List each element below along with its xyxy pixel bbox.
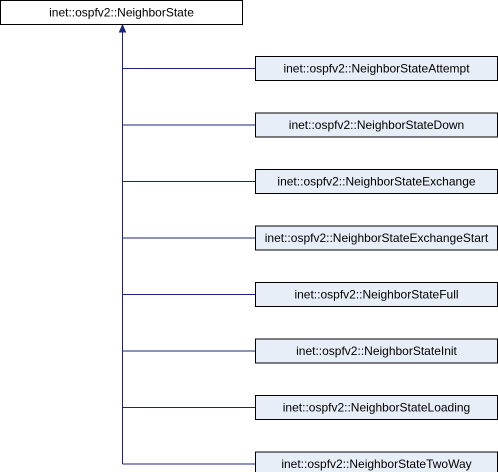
derived-class-node[interactable]: inet::ospfv2::NeighborStateInit [255,338,498,364]
derived-class-label: inet::ospfv2::NeighborStateAttempt [283,62,470,76]
derived-class-box [255,169,498,194]
derived-class-box [255,395,498,420]
inheritance-arrowhead-icon [118,23,127,33]
derived-class-label: inet::ospfv2::NeighborStateTwoWay [281,457,471,471]
derived-class-box [255,112,498,138]
derived-class-label: inet::ospfv2::NeighborStateLoading [283,401,470,415]
derived-class-node[interactable]: inet::ospfv2::NeighborStateLoading [255,395,498,420]
derived-class-node[interactable]: inet::ospfv2::NeighborStateExchange [255,169,498,194]
derived-class-box [255,282,498,307]
inheritance-edges [118,23,256,465]
derived-class-label: inet::ospfv2::NeighborStateFull [294,288,458,302]
derived-class-nodes: inet::ospfv2::NeighborStateAttemptinet::… [255,56,498,472]
base-class-label: inet::ospfv2::NeighborState [49,6,194,20]
derived-class-box [255,56,498,81]
derived-class-label: inet::ospfv2::NeighborStateExchangeStart [265,231,489,245]
derived-class-node[interactable]: inet::ospfv2::NeighborStateAttempt [255,56,498,81]
derived-class-node[interactable]: inet::ospfv2::NeighborStateFull [255,282,498,307]
derived-class-node[interactable]: inet::ospfv2::NeighborStateDown [255,112,498,138]
derived-class-box [255,225,498,251]
base-class-box [0,0,243,25]
derived-class-label: inet::ospfv2::NeighborStateDown [289,118,464,132]
derived-class-box [255,338,498,364]
derived-class-label: inet::ospfv2::NeighborStateExchange [277,175,475,189]
derived-class-label: inet::ospfv2::NeighborStateInit [296,344,457,358]
derived-class-node[interactable]: inet::ospfv2::NeighborStateTwoWay [255,451,498,472]
derived-class-node[interactable]: inet::ospfv2::NeighborStateExchangeStart [255,225,498,251]
base-class-node[interactable]: inet::ospfv2::NeighborState [0,0,243,25]
